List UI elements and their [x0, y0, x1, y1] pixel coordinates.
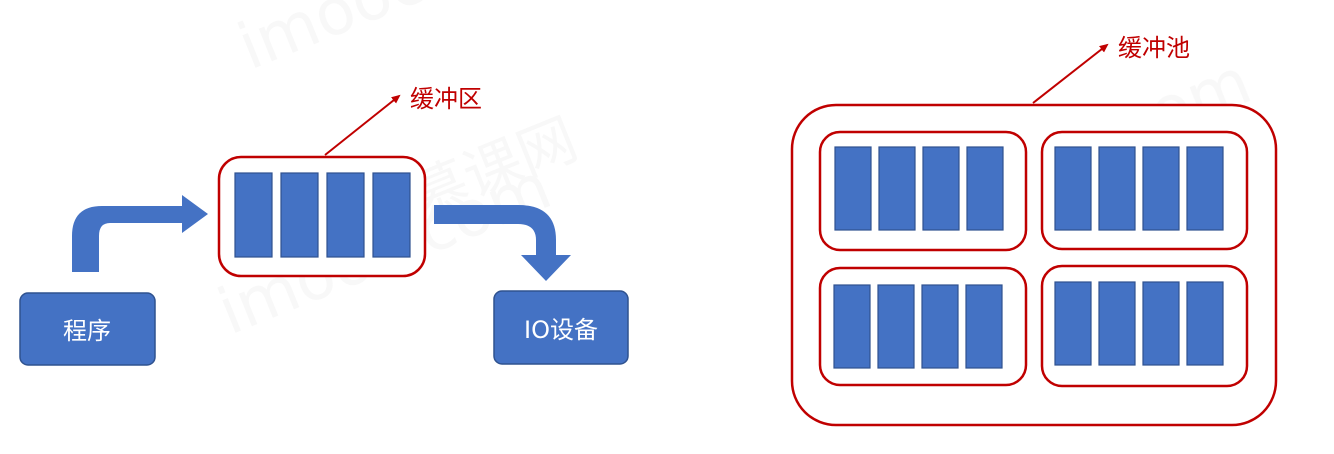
- buffer-label: 缓冲区: [410, 85, 482, 113]
- pool-buffer-blocks: [834, 146, 1004, 231]
- storage-block: [966, 146, 1004, 231]
- storage-block: [833, 284, 871, 369]
- storage-block: [1098, 281, 1136, 366]
- right-diagram: 缓冲池: [790, 34, 1278, 427]
- program-node: 程序: [19, 292, 156, 366]
- storage-block: [1142, 146, 1180, 231]
- pool-label: 缓冲池: [1118, 34, 1190, 62]
- program-to-buffer-arrow: [72, 195, 208, 272]
- storage-block: [1098, 146, 1136, 231]
- storage-block: [877, 284, 915, 369]
- pool-buffer: [818, 130, 1028, 252]
- pool-buffer: [818, 266, 1028, 387]
- storage-block: [372, 172, 411, 258]
- io-device-label: IO设备: [524, 316, 598, 344]
- pool-buffer: [1040, 264, 1249, 388]
- storage-block: [921, 284, 959, 369]
- left-diagram: 程序 缓冲区 IO设备: [19, 85, 629, 366]
- storage-block: [878, 146, 916, 231]
- storage-block: [1186, 146, 1224, 231]
- io-device-box: [493, 290, 629, 365]
- storage-block: [326, 172, 365, 258]
- storage-block: [834, 146, 872, 231]
- watermark-text: imooc.com: [228, 0, 581, 85]
- buffer-callout-line: [324, 94, 401, 156]
- pool-buffer-blocks: [1054, 281, 1224, 366]
- pool-callout-line: [1032, 43, 1109, 104]
- storage-block: [280, 172, 319, 258]
- program-box: [19, 292, 156, 366]
- buffer-to-device-arrow: [434, 205, 571, 281]
- storage-block: [1054, 281, 1092, 366]
- pool-buffer-blocks: [833, 284, 1003, 369]
- pool-buffer-blocks: [1054, 146, 1224, 231]
- pool-buffer: [1040, 130, 1249, 251]
- buffer-blocks: [234, 172, 411, 258]
- buffer: [217, 155, 427, 278]
- storage-block: [922, 146, 960, 231]
- storage-block: [1186, 281, 1224, 366]
- program-label: 程序: [63, 317, 111, 345]
- io-device-node: IO设备: [493, 290, 629, 365]
- storage-block: [1142, 281, 1180, 366]
- storage-block: [1054, 146, 1092, 231]
- storage-block: [965, 284, 1003, 369]
- storage-block: [234, 172, 273, 258]
